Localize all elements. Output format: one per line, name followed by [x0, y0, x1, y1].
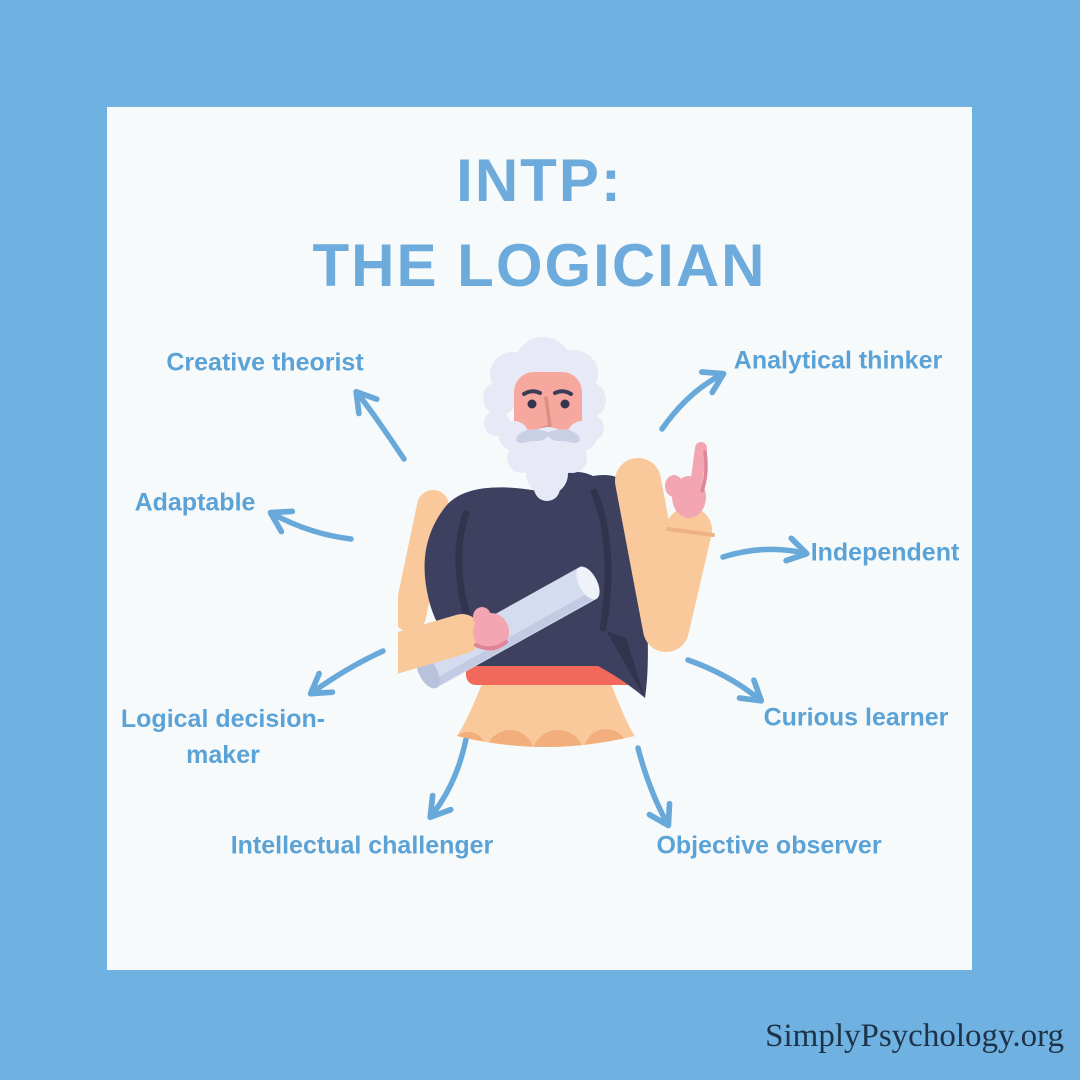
trait-label-independent: Independent: [810, 538, 960, 567]
trait-label-analytical-thinker: Analytical thinker: [733, 346, 943, 375]
trait-label-intellectual-challenger: Intellectual challenger: [230, 831, 494, 860]
trait-label-creative-theorist: Creative theorist: [166, 348, 364, 377]
trait-label-adaptable: Adaptable: [134, 488, 256, 517]
page-title: INTP: THE LOGICIAN: [107, 138, 972, 308]
trait-label-curious-learner: Curious learner: [763, 703, 949, 732]
brand-watermark: SimplyPsychology.org: [765, 1018, 1064, 1054]
title-line-1: INTP:: [456, 147, 623, 214]
trait-label-logical-decision-maker: Logical decision-maker: [120, 705, 326, 769]
trait-label-objective-observer: Objective observer: [656, 831, 882, 860]
title-line-2: THE LOGICIAN: [312, 232, 767, 299]
